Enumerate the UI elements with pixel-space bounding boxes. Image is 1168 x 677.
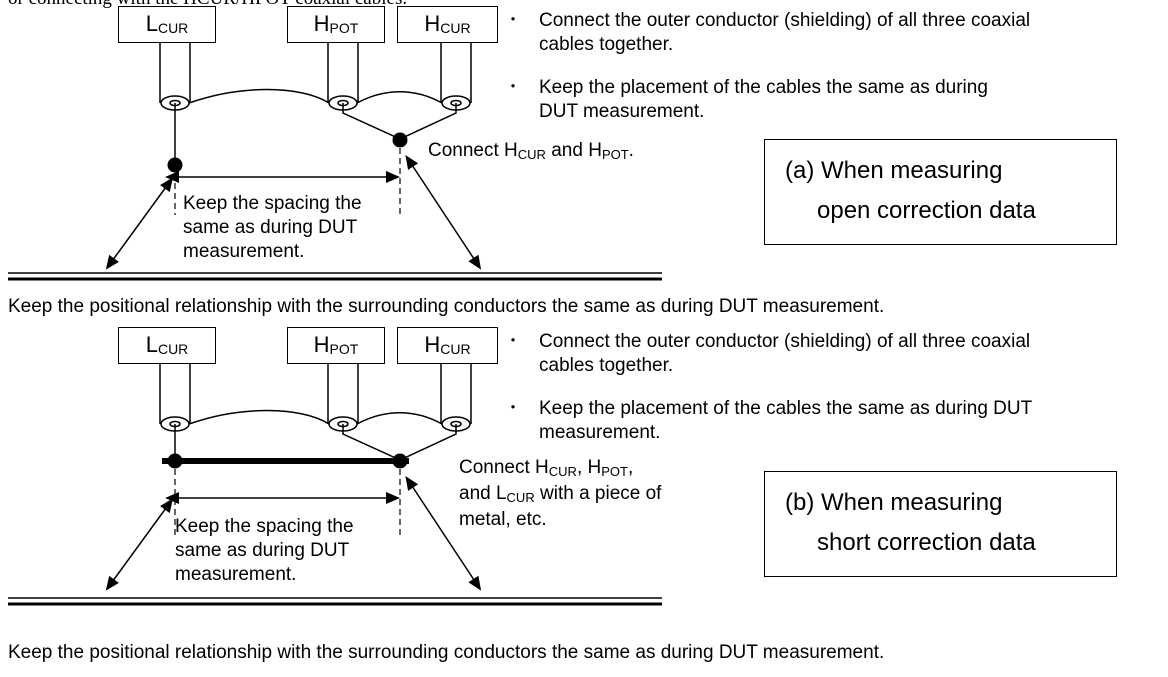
box-lcur: LCUR [118,327,216,364]
box-hcur: HCUR [397,6,498,43]
cable-hpot [327,361,359,432]
box-hcur: HCUR [397,327,498,364]
panel-open-correction: LCUR HPOT HCUR ・ Connect the outer condu… [0,0,1168,326]
distance-arrow-right [405,154,482,270]
label-line2: short correction data [817,529,1036,556]
bullet: ・ [505,79,522,96]
shield-wire [188,88,330,104]
note-connect: Connect HCUR, HPOT, and LCUR with a piec… [459,457,662,530]
note-shielding: Connect the outer conductor (shielding) … [539,10,1031,55]
distance-arrow-left [105,498,174,591]
cable-lcur [159,361,191,432]
cable-hcur [440,40,472,111]
label-box-open: (a) When measuring open correction data [764,139,1117,245]
note-connect: Connect HCUR and HPOT. [428,140,634,162]
shield-wire [356,91,443,104]
bullet: ・ [505,333,522,350]
cable-lcur [159,40,191,111]
note-placement: Keep the placement of the cables the sam… [539,77,988,122]
bullet: ・ [505,400,522,417]
distance-arrow-left [105,177,174,270]
box-hpot: HPOT [287,327,385,364]
clipped-top-text: or connecting with the HCUR/HPOT coaxial… [8,0,407,11]
terminal-dot-l [167,453,183,469]
box-lcur: LCUR [118,6,216,43]
terminal-dot-l [167,157,183,173]
note-placement: Keep the placement of the cables the sam… [539,398,1033,443]
terminal-dot-h [392,453,408,469]
shield-wire [356,412,443,425]
shield-wire [188,409,330,425]
cable-hpot [327,40,359,111]
distance-arrow-right [405,475,482,591]
box-hpot: HPOT [287,6,385,43]
panel-short-correction: LCUR HPOT HCUR ・ Connect the outer condu… [0,321,1168,663]
diagram-open-correction [8,40,662,281]
label-line1: (b) When measuring [785,489,1003,516]
label-box-short: (b) When measuring short correction data [764,471,1117,577]
diagram-short-correction [8,361,662,606]
label-line2: open correction data [817,197,1036,224]
note-shielding: Connect the outer conductor (shielding) … [539,331,1031,376]
bullet: ・ [505,12,522,29]
cable-hcur [440,361,472,432]
caption-short: Keep the positional relationship with th… [8,642,885,663]
label-line1: (a) When measuring [785,157,1003,184]
terminal-dot-h [392,132,408,148]
caption-open: Keep the positional relationship with th… [8,296,885,317]
